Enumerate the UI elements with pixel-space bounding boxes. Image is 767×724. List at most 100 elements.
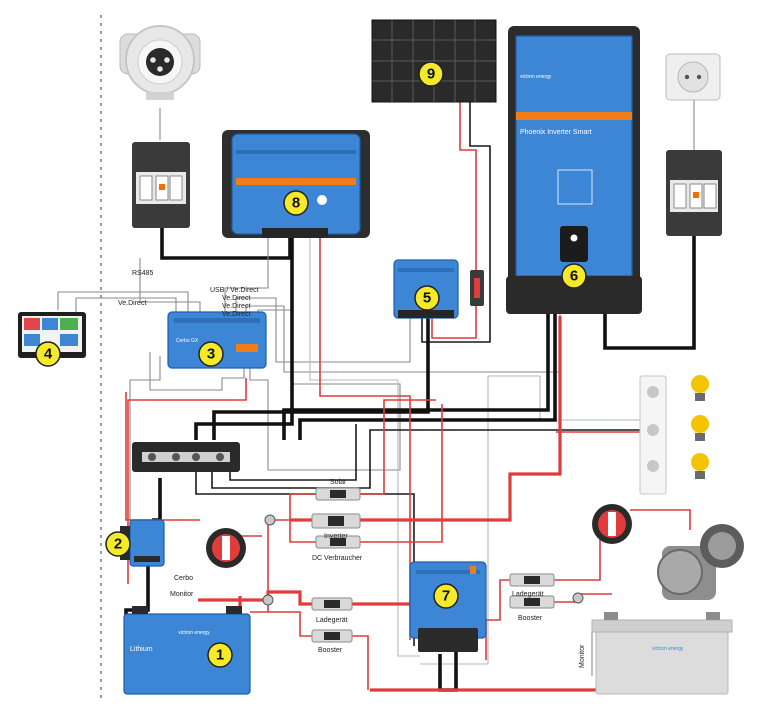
mppt-charger-5 <box>393 259 484 319</box>
badge-4: 4 <box>35 341 61 367</box>
aux-battery-brand: victron energy <box>652 646 684 652</box>
fuse-label-solar: Solar <box>330 479 347 486</box>
fuse-charger-right <box>509 573 555 587</box>
fuse-label-booster-left: Booster <box>318 647 343 654</box>
battery-positive <box>198 590 410 606</box>
cable-label-monitor-vertical: Monitor <box>579 644 586 668</box>
rs485-link <box>139 258 201 312</box>
negative-busbar <box>132 442 240 472</box>
aux-battery: victron energy <box>591 612 733 695</box>
inverter-title: Phoenix Inverter Smart <box>520 129 592 136</box>
cerbo-link <box>149 352 245 391</box>
main-positive <box>250 519 290 613</box>
monitor-link <box>129 356 161 520</box>
solar-negative <box>212 318 430 440</box>
light-bulb-icon <box>691 453 709 479</box>
svg-text:5: 5 <box>423 290 431 307</box>
usb-ve-direct-label: USB / Ve.Direct <box>210 287 259 294</box>
cable-label-monitor: Monitor <box>170 591 194 598</box>
fuse-label-charger-right: Ladegerät <box>512 591 544 598</box>
inverter-brand: victron energy <box>520 74 552 80</box>
svg-text:3: 3 <box>207 346 215 363</box>
inverter-positive <box>290 316 562 522</box>
junction <box>262 594 274 606</box>
relay-block <box>639 375 667 495</box>
cerbo-positive <box>127 378 247 584</box>
usb-link <box>224 238 269 312</box>
solar-panel <box>371 19 497 103</box>
fuse-charger-left <box>311 597 353 611</box>
booster-left-out <box>346 635 369 690</box>
mppt-negative <box>194 238 294 440</box>
wall-socket-icon <box>665 53 721 101</box>
ve-direct-label: Ve.Direct <box>118 300 146 307</box>
svg-text:8: 8 <box>292 195 300 212</box>
aux-battery-positive <box>370 640 602 692</box>
ve-direct-label: Ve.Direct <box>222 303 250 310</box>
fuse-label-dc: DC Verbraucher <box>312 555 363 562</box>
fuse-dc <box>315 535 361 549</box>
cerbo-label: Cerbo GX <box>176 338 199 344</box>
svg-text:1: 1 <box>216 647 224 664</box>
battery-brand: victron energy <box>178 630 210 636</box>
battery-switch-icon[interactable] <box>592 504 632 544</box>
solar-fuse-out <box>360 399 436 495</box>
badge-6: 6 <box>561 263 587 289</box>
breaker-box-left <box>132 142 190 228</box>
junction <box>572 592 584 604</box>
charger-8 <box>222 130 370 238</box>
ve-link-1 <box>235 297 411 363</box>
breaker-box-right <box>666 150 722 236</box>
alternator-icon <box>657 524 744 600</box>
badge-8: 8 <box>283 190 309 216</box>
badge-1: 1 <box>207 642 233 668</box>
charger-link <box>309 238 420 657</box>
inverter-6: victron energy Phoenix Inverter Smart <box>506 26 642 314</box>
ac-wire-left <box>160 228 292 260</box>
svg-text:2: 2 <box>114 536 122 553</box>
fuse-booster-right <box>509 595 555 609</box>
badge-7: 7 <box>433 583 459 609</box>
fuse-solar <box>315 487 361 501</box>
red-loop <box>125 392 200 521</box>
svg-text:7: 7 <box>442 588 450 605</box>
ve-link-3 <box>249 309 401 471</box>
alternator-wire <box>630 509 691 530</box>
badge-2: 2 <box>105 531 131 557</box>
svg-text:9: 9 <box>427 66 435 83</box>
light-negative <box>211 429 640 489</box>
busbar-to-shunt <box>152 478 162 522</box>
light-bulb-icon <box>691 415 709 441</box>
svg-text:6: 6 <box>570 268 578 285</box>
pv-negative <box>421 102 491 343</box>
badge-3: 3 <box>198 341 224 367</box>
pv-positive <box>431 102 477 339</box>
fuse-label-booster-right: Booster <box>518 615 543 622</box>
battery-label: Lithium <box>130 646 153 653</box>
junction <box>264 514 276 526</box>
aux-negative <box>229 424 357 481</box>
battery-1: victron energy Lithium <box>123 606 251 695</box>
fuse-label-inverter: Inverter <box>324 533 348 540</box>
switch-positive <box>554 539 616 581</box>
badge-9: 9 <box>418 61 444 87</box>
cerbo-gx-3: Cerbo GX <box>167 311 267 369</box>
ac-wire-right <box>603 235 696 350</box>
fuse-inverter <box>311 513 361 529</box>
svg-text:4: 4 <box>44 346 53 363</box>
dc-fuse-out <box>356 404 443 543</box>
cable-label-cerbo: Cerbo <box>174 575 193 582</box>
light-bulb-icon <box>691 375 709 401</box>
ve-direct-label: Ve.Direct <box>222 295 250 302</box>
fuse-label-charger-left: Ladegerät <box>316 617 348 624</box>
battery-switch-icon[interactable] <box>206 528 246 568</box>
inverter-negative <box>298 312 557 440</box>
badge-5: 5 <box>414 285 440 311</box>
rs485-label: RS485 <box>132 270 154 277</box>
shore-power-inlet-icon <box>119 25 201 100</box>
charger8-positive <box>319 238 411 640</box>
fuse-booster-left <box>311 629 353 643</box>
ve-direct-label: Ve.Direct <box>222 311 250 318</box>
